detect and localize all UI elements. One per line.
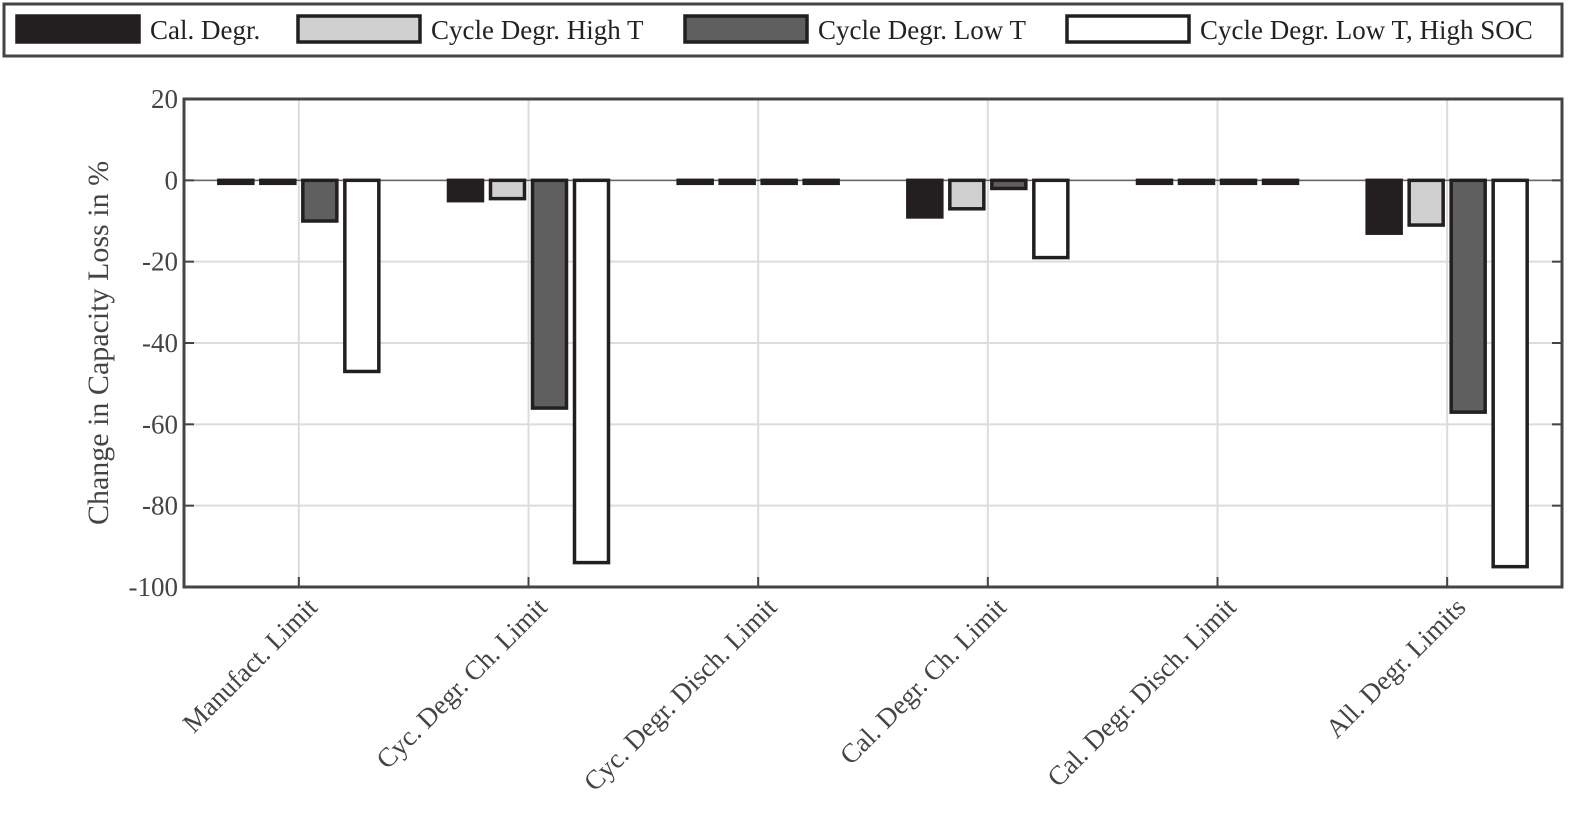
x-tick-label: Cal. Degr. Ch. Limit (834, 592, 1013, 771)
bar-2-3 (718, 178, 756, 186)
y-tick-label: 20 (151, 84, 178, 114)
legend-swatch-3 (683, 14, 809, 44)
x-tick-label: Cyc. Degr. Ch. Limit (370, 592, 553, 775)
bars (217, 178, 1529, 569)
bar-3-1 (301, 178, 339, 223)
y-tick-label: -60 (142, 409, 178, 439)
bar-4-3 (802, 178, 840, 186)
bar-2-2 (488, 178, 527, 201)
legend: Cal. Degr. Cycle Degr. High T Cycle Degr. … (2, 2, 1564, 58)
bar-4-1 (343, 178, 381, 374)
y-tick-label: -20 (142, 247, 178, 277)
bar-1-1 (217, 178, 255, 186)
bar-4-6 (1491, 178, 1529, 569)
legend-swatch-1 (15, 14, 141, 44)
bar-3-6 (1449, 178, 1487, 414)
bar-2-6 (1407, 178, 1445, 227)
bar-1-4 (906, 178, 944, 219)
y-ticks: 20 0 -20 -40 -60 -80 -100 (129, 84, 1562, 602)
legend-swatch-2 (296, 14, 422, 44)
bar-1-6 (1365, 178, 1403, 235)
y-axis-label: Change in Capacity Loss in % (82, 161, 115, 525)
bar-3-2 (530, 178, 569, 410)
bar-4-4 (1032, 178, 1070, 260)
bar-2-5 (1177, 178, 1216, 186)
bar-3-4 (990, 178, 1028, 191)
plot-area: 20 0 -20 -40 -60 -80 -100 Manufact. Limit Cyc. … (129, 84, 1564, 797)
legend-label-4: Cycle Degr. Low T, High SOC (1200, 15, 1533, 45)
y-tick-label: 0 (165, 165, 179, 195)
bar-2-1 (259, 178, 297, 186)
bar-4-2 (572, 178, 611, 565)
bar-3-5 (1219, 178, 1258, 186)
bar-1-3 (676, 178, 714, 186)
y-tick-label: -100 (129, 572, 179, 602)
bar-4-5 (1261, 178, 1300, 186)
bar-1-2 (446, 178, 485, 203)
legend-label-2: Cycle Degr. High T (431, 15, 644, 45)
legend-label-3: Cycle Degr. Low T (818, 15, 1026, 45)
bar-3-3 (760, 178, 798, 186)
y-tick-label: -80 (142, 491, 178, 521)
x-tick-label: Cal. Degr. Disch. Limit (1041, 592, 1242, 793)
x-tick-label: Cyc. Degr. Disch. Limit (578, 592, 783, 797)
legend-swatch-4 (1065, 14, 1191, 44)
x-tick-label: Manufact. Limit (177, 592, 324, 739)
bar-1-5 (1135, 178, 1174, 186)
legend-label-1: Cal. Degr. (150, 15, 260, 45)
bar-2-4 (948, 178, 986, 211)
x-tick-label: All. Degr. Limits (1320, 592, 1472, 744)
y-tick-label: -40 (142, 328, 178, 358)
